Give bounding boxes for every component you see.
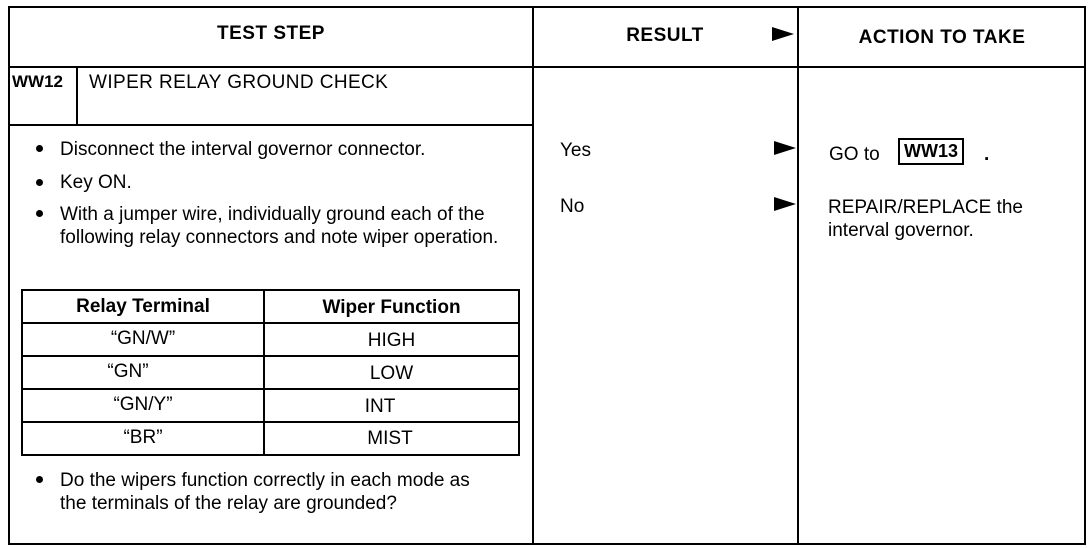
action-yes-suffix: . — [984, 144, 990, 165]
relay-terminal-cell: “GN/Y” — [113, 394, 173, 415]
relay-table-row-divider — [21, 421, 520, 423]
bullet-icon — [36, 476, 43, 483]
step-title-divider — [8, 124, 533, 126]
relay-terminal-cell: “GN/W” — [110, 328, 176, 349]
result-no: No — [560, 196, 585, 217]
bullet-icon — [36, 210, 43, 217]
relay-table — [21, 289, 520, 456]
action-yes-prefix: GO to — [829, 144, 880, 165]
wiper-function-cell: HIGH — [367, 330, 416, 351]
arrow-icon — [774, 141, 796, 155]
action-no: REPAIR/REPLACE the interval governor. — [828, 197, 1024, 241]
procedure-table — [8, 6, 1086, 545]
column-divider-result — [532, 6, 534, 545]
step-id-divider — [76, 66, 78, 125]
bullet-icon — [36, 179, 43, 186]
instruction-2: Key ON. — [60, 172, 132, 193]
step-id: WW12 — [12, 72, 63, 91]
step-title: WIPER RELAY GROUND CHECK — [89, 72, 389, 93]
header-arrow-icon — [772, 27, 794, 41]
column-divider-action — [797, 6, 799, 545]
relay-table-row-divider — [21, 388, 520, 390]
relay-table-col-divider — [263, 289, 265, 456]
instruction-1: Disconnect the interval governor connect… — [60, 139, 426, 160]
wiper-function-cell: INT — [364, 396, 396, 417]
header-divider — [8, 66, 1086, 68]
relay-table-row-divider — [21, 322, 520, 324]
bullet-icon — [36, 145, 43, 152]
relay-table-header-function: Wiper Function — [322, 297, 461, 318]
relay-table-row-divider — [21, 355, 520, 357]
result-yes: Yes — [560, 140, 591, 161]
arrow-icon — [774, 197, 796, 211]
header-action: ACTION TO TAKE — [858, 27, 1026, 48]
question: Do the wipers function correctly in each… — [60, 470, 470, 514]
relay-terminal-cell: “GN” — [107, 361, 149, 382]
instruction-3: With a jumper wire, individually ground … — [60, 204, 499, 248]
wiper-function-cell: LOW — [369, 363, 414, 384]
relay-table-header-terminal: Relay Terminal — [76, 296, 210, 317]
relay-terminal-cell: “BR” — [123, 427, 163, 448]
goto-step-badge[interactable]: WW13 — [898, 138, 964, 165]
header-test-step: TEST STEP — [217, 23, 325, 44]
wiper-function-cell: MIST — [367, 428, 413, 449]
header-result: RESULT — [626, 25, 704, 46]
